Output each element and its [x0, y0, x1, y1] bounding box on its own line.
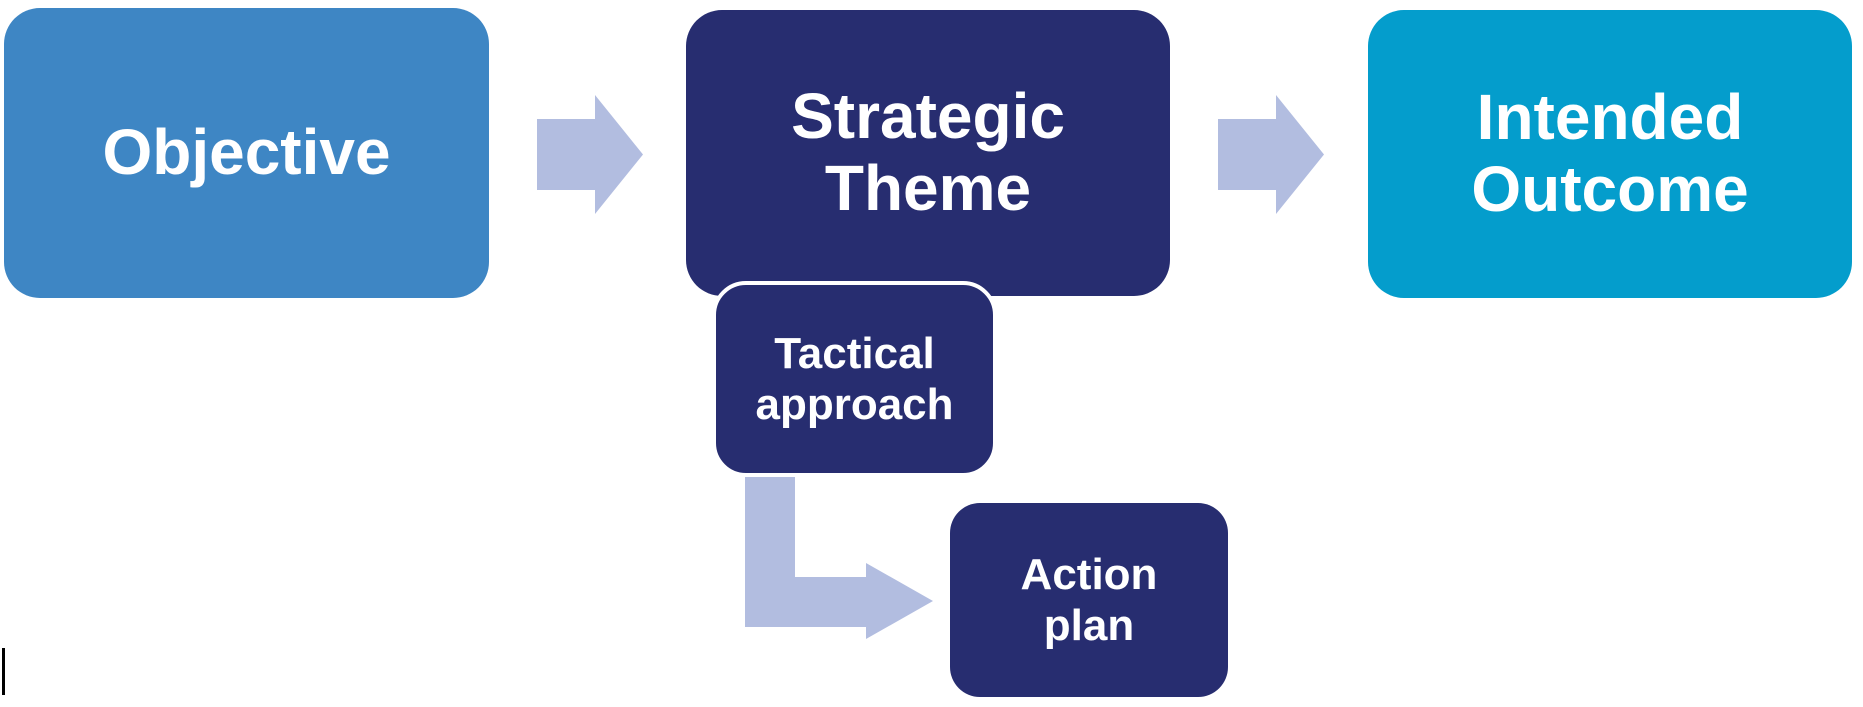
elbow-arrow-down-right-icon: [745, 477, 933, 639]
tactical-approach-node: Tactical approach: [712, 281, 997, 477]
intended-outcome-node: Intended Outcome: [1368, 10, 1852, 298]
tactical-approach-label: Tactical approach: [755, 328, 954, 429]
strategic-theme-label: Strategic Theme: [791, 80, 1065, 224]
action-plan-label: Action plan: [1020, 549, 1158, 650]
connector-tactical-to-action: [745, 477, 933, 639]
connector-objective-to-strategic: [537, 95, 643, 214]
action-plan-node: Action plan: [950, 503, 1228, 697]
connector-strategic-to-outcome: [1218, 95, 1324, 214]
intended-outcome-label: Intended Outcome: [1471, 81, 1749, 225]
objective-label: Objective: [102, 116, 391, 189]
strategic-theme-node: Strategic Theme: [686, 10, 1170, 296]
block-arrow-right-icon: [537, 95, 643, 214]
block-arrow-right-icon: [1218, 95, 1324, 214]
cursor-artifact-mark: [2, 648, 5, 695]
objective-node: Objective: [4, 8, 489, 298]
